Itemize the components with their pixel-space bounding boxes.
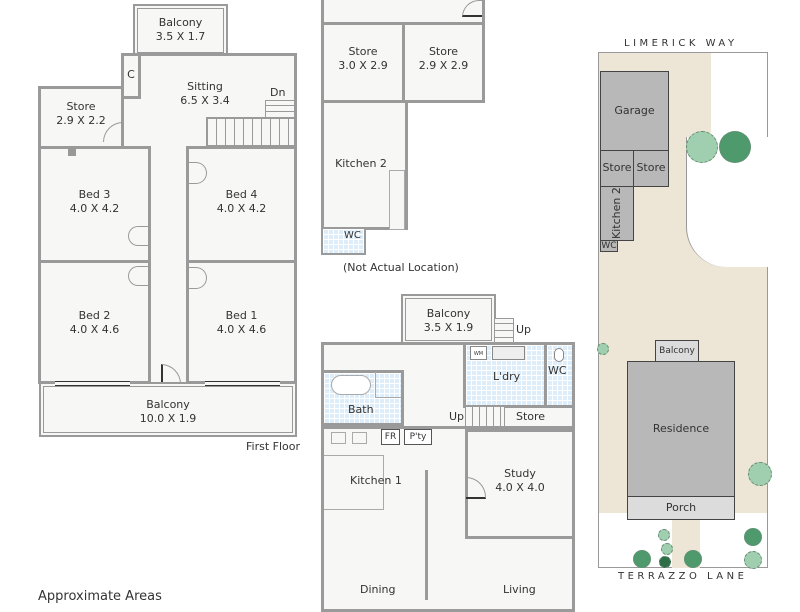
site-porch [627,496,735,520]
tree-icon [659,556,671,568]
external-stairs [494,318,514,345]
room-label-bath: Bath [348,403,374,416]
site-label-balcony: Balcony [659,346,695,356]
tree-icon [661,543,673,555]
tree-icon [633,550,651,568]
site-label-residence: Residence [652,422,710,435]
stair-label-up-internal: Up [449,410,465,423]
site-wc [600,240,618,252]
cooktop [331,432,346,444]
site-residence [627,361,735,497]
tree-icon [748,462,772,486]
site-garage [600,71,669,151]
site-kitchen-2 [600,186,634,241]
site-label-porch: Porch [665,501,697,514]
door-bed-1[interactable] [187,267,207,289]
washing-machine: WM [470,346,487,360]
bathtub [331,375,371,395]
fridge: FR [381,429,400,445]
outbuilding-caption: (Not Actual Location) [343,261,459,274]
cooktop [352,432,367,444]
pantry: P'ty [404,429,432,445]
stair-label-up-external: Up [516,323,532,336]
door-bed-3[interactable] [128,226,150,246]
tree-icon [658,529,670,541]
room-balcony-bottom [39,382,297,437]
stair-label-down: Dn [270,86,286,99]
tree-icon [686,131,718,163]
site-label-kitchen-2: Kitchen 2 [610,187,623,239]
tree-icon [744,551,762,569]
room-label-living: Living [503,583,536,596]
room-study [465,429,575,539]
room-store-b [402,22,485,103]
kitchen-bench [389,170,405,230]
room-label-laundry: L'dry [493,370,521,383]
laundry-tub [492,346,525,360]
wall [321,426,575,429]
tree-icon [597,343,609,355]
street-terrazzo-lane: TERRAZZO LANE [618,571,748,582]
staircase-landing [265,100,295,118]
tree-icon [744,528,762,546]
room-label-store-gf: Store [516,410,546,423]
room-label-kitchen-1: Kitchen 1 [350,474,402,487]
site-label-store-2: Store [636,161,666,174]
approximate-areas-title: Approximate Areas [38,589,162,604]
hallway [151,146,186,382]
door-bed-2[interactable] [128,266,150,286]
kitchen-island [324,455,384,510]
room-label-wc-gf: WC [548,364,567,377]
staircase [206,117,296,147]
room-closet [121,53,141,99]
room-label-wc-outbuilding: WC [344,230,361,241]
street-limerick-way: LIMERICK WAY [624,38,738,49]
site-label-store-1: Store [602,161,632,174]
room-label-dining: Dining [360,583,396,596]
room-bed-4 [186,146,297,263]
room-balcony-gf [401,294,496,345]
site-label-wc: WC [601,241,617,251]
room-label-kitchen-2: Kitchen 2 [335,157,387,170]
door-bed-4[interactable] [187,162,207,184]
wall [425,470,428,600]
window [55,381,130,386]
tree-icon [719,131,751,163]
toilet [554,348,564,362]
room-wc-outbuilding [321,227,366,255]
room-label-closet: C [127,68,135,81]
shower [375,372,401,398]
chimney [68,149,76,156]
site-store-2 [633,150,669,187]
window [205,381,280,386]
tree-icon [684,550,702,568]
site-label-garage: Garage [614,104,655,117]
first-floor-caption: First Floor [246,440,301,453]
